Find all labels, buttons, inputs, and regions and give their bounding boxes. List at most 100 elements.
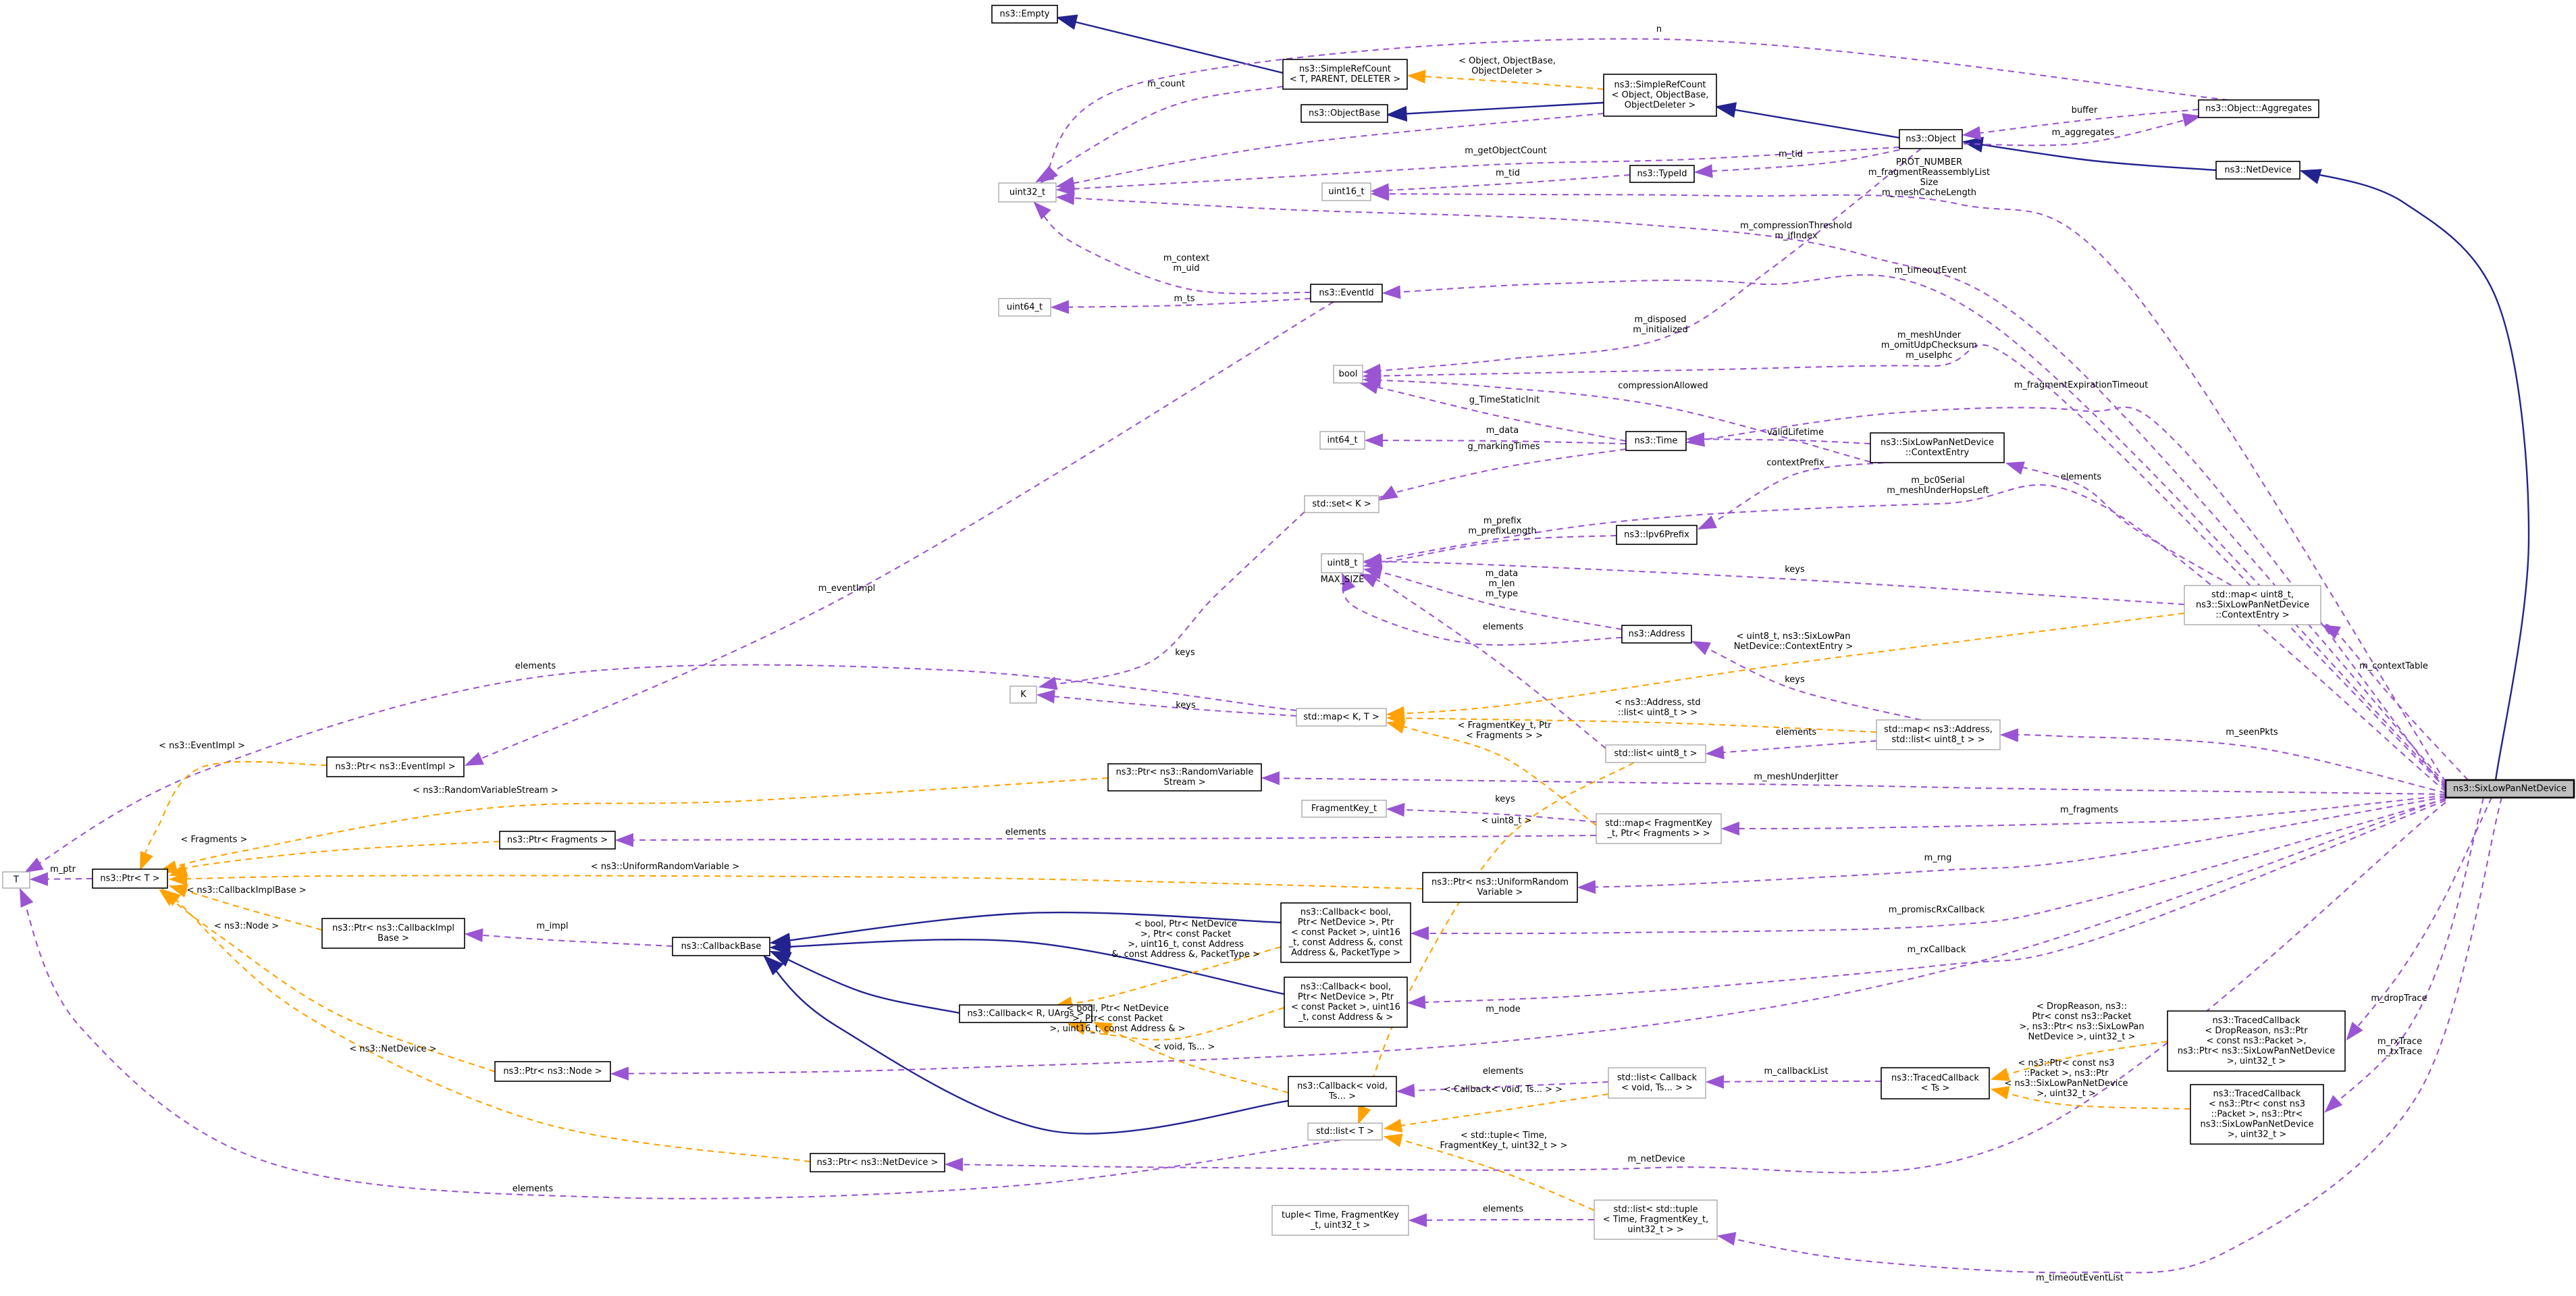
node-typeid[interactable]: ns3::TypeId xyxy=(1629,165,1695,183)
edge-m_tid-16 xyxy=(1693,149,1900,178)
edge-m_data-27 xyxy=(1364,433,1627,448)
node-time[interactable]: ns3::Time xyxy=(1625,431,1687,451)
node-label: ns3::Callback< R, UArgs > xyxy=(967,1009,1084,1019)
node-label: ns3::Ptr< ns3::NetDevice > xyxy=(817,1158,939,1168)
edge-label: m_aggregates xyxy=(2052,128,2115,138)
node-label: int64_t xyxy=(1327,436,1357,446)
node-src-obj[interactable]: ns3::SimpleRefCount< Object, ObjectBase,… xyxy=(1603,74,1717,117)
node-label: ns3::Empty xyxy=(1000,9,1050,20)
edge-m_context-19 xyxy=(1033,201,1311,294)
node-uint32[interactable]: uint32_t xyxy=(998,182,1057,203)
node-ptr-evimpl[interactable]: ns3::Ptr< ns3::EventImpl > xyxy=(326,756,465,777)
node-main[interactable]: ns3::SixLowPanNetDevice xyxy=(2444,779,2575,799)
edge-label: m_netDevice xyxy=(1628,1154,1685,1164)
node-list-cb[interactable]: std::list< Callback< void, Ts... > > xyxy=(1608,1067,1706,1099)
edge-label: elements xyxy=(1776,727,1817,737)
node-tc-drop[interactable]: ns3::TracedCallback< DropReason, ns3::Pt… xyxy=(2167,1010,2346,1072)
node-uint64[interactable]: uint64_t xyxy=(998,298,1051,317)
node-eventid[interactable]: ns3::EventId xyxy=(1310,284,1383,303)
edge-label: m_seenPkts xyxy=(2226,727,2278,737)
edge-bool-ptr-netdevice-77 xyxy=(1067,1006,1285,1041)
edge-label: < FragmentKey_t, Ptr< Fragments > > xyxy=(1458,721,1552,741)
node-k[interactable]: K xyxy=(1009,685,1037,704)
node-map-frag[interactable]: std::map< FragmentKey_t, Ptr< Fragments … xyxy=(1596,813,1722,844)
node-ptr-node[interactable]: ns3::Ptr< ns3::Node > xyxy=(494,1061,611,1082)
node-cb-rx[interactable]: ns3::Callback< bool,Ptr< NetDevice >, Pt… xyxy=(1284,977,1408,1028)
edge-m_callbacklist-57 xyxy=(1705,1074,1882,1089)
node-cb-void[interactable]: ns3::Callback< void,Ts... > xyxy=(1288,1076,1397,1107)
node-src-t[interactable]: ns3::SimpleRefCount< T, PARENT, DELETER … xyxy=(1282,59,1408,90)
node-setk[interactable]: std::set< K > xyxy=(1304,495,1379,513)
node-map-ctx[interactable]: std::map< uint8_t,ns3::SixLowPanNetDevic… xyxy=(2184,585,2321,625)
node-empty[interactable]: ns3::Empty xyxy=(991,5,1058,24)
edge-label: m_fragmentExpirationTimeout xyxy=(2014,380,2148,390)
node-label: ns3::SixLowPanNetDevice::ContextEntry xyxy=(1881,438,1994,458)
node-cbbase[interactable]: ns3::CallbackBase xyxy=(672,937,770,956)
edge-elements-42 xyxy=(1705,740,1877,760)
node-list-t[interactable]: std::list< T > xyxy=(1307,1122,1383,1141)
node-uint16[interactable]: uint16_t xyxy=(1321,182,1371,201)
edge-label: < bool, Ptr< NetDevice>, Ptr< const Pack… xyxy=(1049,1004,1185,1034)
node-ipv6prefix[interactable]: ns3::Ipv6Prefix xyxy=(1616,525,1698,545)
node-tc-rxtx[interactable]: ns3::TracedCallback< ns3::Ptr< const ns3… xyxy=(2190,1084,2324,1145)
node-objectbase[interactable]: ns3::ObjectBase xyxy=(1300,104,1388,123)
node-tc-ts[interactable]: ns3::TracedCallback< Ts > xyxy=(1881,1067,1990,1099)
node-netdevice[interactable]: ns3::NetDevice xyxy=(2215,161,2301,180)
edge-label: m_rng xyxy=(1924,853,1952,863)
node-tuple[interactable]: tuple< Time, FragmentKey_t, uint32_t > xyxy=(1271,1205,1409,1236)
edge-label: validLifetime xyxy=(1767,427,1824,438)
node-cb-promisc[interactable]: ns3::Callback< bool,Ptr< NetDevice >, Pt… xyxy=(1280,902,1411,963)
node-list-u8[interactable]: std::list< uint8_t > xyxy=(1605,744,1706,763)
edge-label: keys xyxy=(1175,648,1195,658)
node-label: ns3::Ptr< Fragments > xyxy=(507,835,608,846)
edge-inherit-2 xyxy=(1714,102,1900,139)
node-map-kt[interactable]: std::map< K, T > xyxy=(1296,708,1387,727)
node-contextentry[interactable]: ns3::SixLowPanNetDevice::ContextEntry xyxy=(1870,432,2005,463)
edge-m_droptrace-58 xyxy=(2346,797,2492,1041)
node-ptr-frag[interactable]: ns3::Ptr< Fragments > xyxy=(499,831,616,850)
node-label: ns3::Callback< bool,Ptr< NetDevice >, Pt… xyxy=(1288,908,1403,958)
edge-inherit-4 xyxy=(2299,169,2530,781)
node-fragkey[interactable]: FragmentKey_t xyxy=(1301,800,1387,818)
node-int64[interactable]: int64_t xyxy=(1319,431,1365,450)
node-list-tuple[interactable]: std::list< std::tuple< Time, FragmentKey… xyxy=(1594,1199,1718,1240)
node-label: std::set< K > xyxy=(1312,499,1371,509)
node-t[interactable]: T xyxy=(2,871,30,889)
node-map-addr[interactable]: std::map< ns3::Address,std::list< uint8_… xyxy=(1876,719,2001,750)
node-bool[interactable]: bool xyxy=(1333,365,1363,384)
edge-label: m_count xyxy=(1147,79,1185,89)
edge-label: < DropReason, ns3::Ptr< const ns3::Packe… xyxy=(2019,1002,2144,1042)
edge-label: m_node xyxy=(1486,1004,1521,1014)
edge-label: m_rxCallback xyxy=(1907,945,1966,955)
edge-elements-36 xyxy=(1359,573,1606,749)
edge-m_eventimpl-22 xyxy=(464,301,1334,766)
node-label: FragmentKey_t xyxy=(1311,804,1377,814)
edge-label: m_timeoutEvent xyxy=(1894,265,1966,276)
node-label: std::map< uint8_t,ns3::SixLowPanNetDevic… xyxy=(2196,590,2309,621)
node-label: ns3::Time xyxy=(1635,436,1678,446)
node-uint8[interactable]: uint8_t xyxy=(1321,553,1364,573)
node-ptr-t[interactable]: ns3::Ptr< T > xyxy=(92,869,168,889)
node-ptr-nd[interactable]: ns3::Ptr< ns3::NetDevice > xyxy=(810,1153,945,1172)
node-object[interactable]: ns3::Object xyxy=(1899,129,1963,149)
node-cb-r[interactable]: ns3::Callback< R, UArgs > xyxy=(959,1004,1093,1023)
edge-label: < ns3::RandomVariableStream > xyxy=(413,785,558,796)
edge-label: m_callbackList xyxy=(1764,1066,1828,1077)
node-label: ns3::TypeId xyxy=(1637,169,1687,179)
node-aggregates[interactable]: ns3::Object::Aggregates xyxy=(2198,99,2319,118)
node-label: ns3::CallbackBase xyxy=(681,941,762,952)
edge-label: m_contextTable xyxy=(2359,661,2428,671)
node-label: std::map< ns3::Address,std::list< uint8_… xyxy=(1884,725,1993,745)
edge-uint8_t-ns3-sixlowpan-65 xyxy=(1386,612,2185,721)
node-address[interactable]: ns3::Address xyxy=(1621,625,1692,644)
edge-m_seenpkts-41 xyxy=(1999,728,2446,794)
